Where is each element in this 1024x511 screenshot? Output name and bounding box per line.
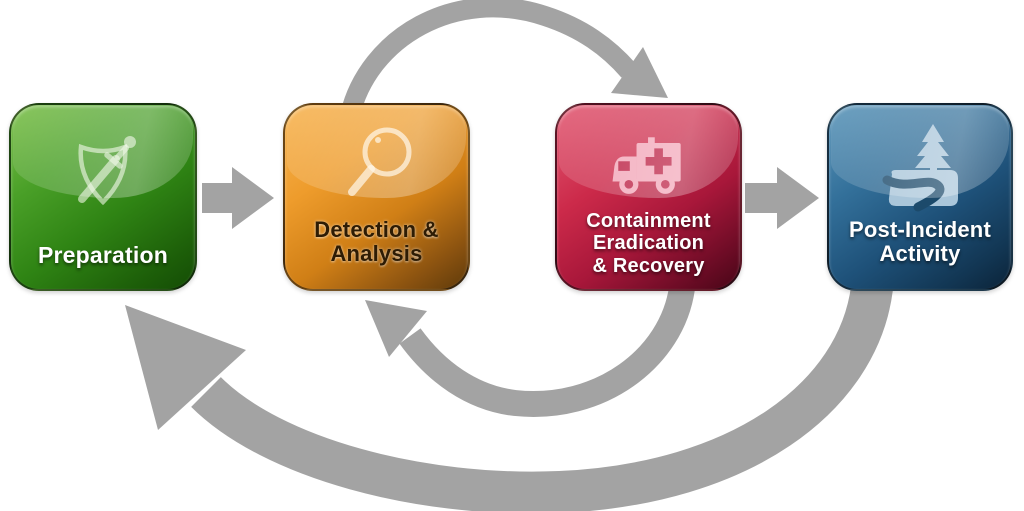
magnifier-icon [285, 115, 468, 221]
ambulance-icon [557, 115, 740, 221]
road-tree-icon [829, 115, 1011, 221]
stage-post-incident-label: Post-Incident Activity [849, 216, 991, 267]
stage-preparation-label: Preparation [37, 242, 168, 269]
stage-preparation: Preparation [9, 103, 197, 291]
stage-detection-analysis: Detection & Analysis [283, 103, 470, 291]
stage-detection-analysis-label: Detection & Analysis [314, 216, 439, 267]
arrow-postincident-to-preparation [125, 284, 893, 511]
stage-containment-label: Containment Eradication & Recovery [586, 209, 711, 277]
arrow-containment-to-postincident [745, 167, 819, 229]
arrow-containment-to-detection-return [365, 285, 695, 417]
arrow-preparation-to-detection [202, 167, 274, 229]
stage-containment-eradication-recovery: Containment Eradication & Recovery [555, 103, 742, 291]
arrow-detection-to-containment-loop [340, 0, 668, 118]
shield-sword-icon [11, 115, 195, 221]
stage-post-incident-activity: Post-Incident Activity [827, 103, 1013, 291]
